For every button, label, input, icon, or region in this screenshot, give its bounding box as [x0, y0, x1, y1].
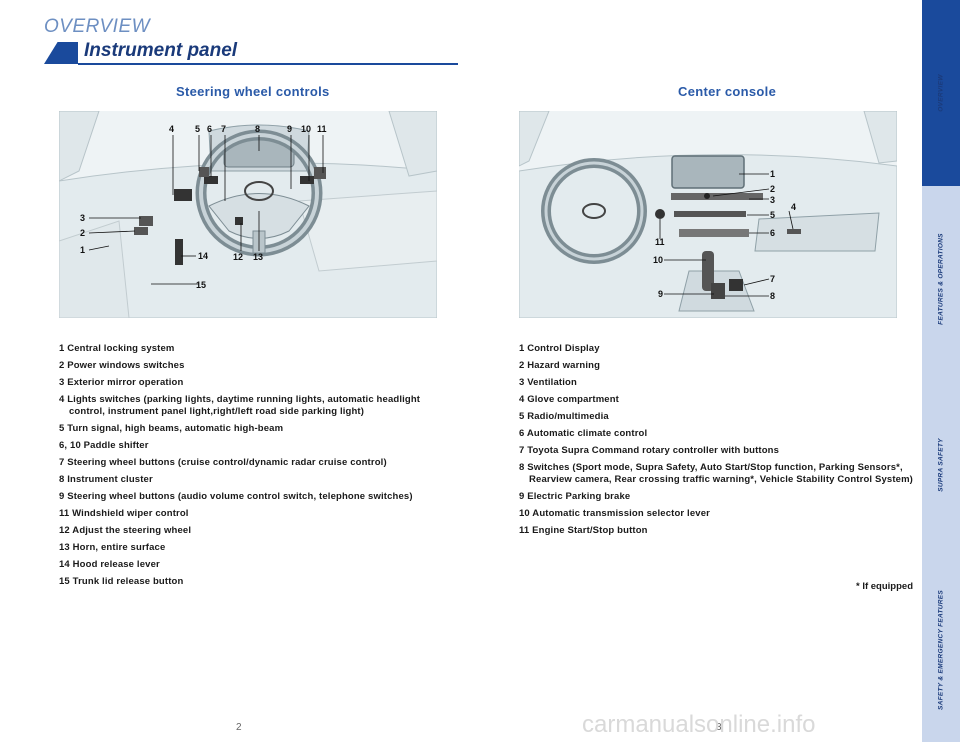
- callout-9: 9: [658, 289, 663, 299]
- callout-1: 1: [770, 169, 775, 179]
- list-item: 2 Power windows switches: [59, 360, 459, 372]
- list-item: 7 Toyota Supra Command rotary controller…: [519, 445, 914, 457]
- callout-1: 1: [80, 245, 85, 255]
- list-item: 9 Steering wheel buttons (audio volume c…: [59, 491, 459, 503]
- tab-label: SAFETY & EMERGENCY FEATURES: [938, 590, 945, 710]
- list-item: 4 Glove compartment: [519, 394, 914, 406]
- list-item: 5 Radio/multimedia: [519, 411, 914, 423]
- center-console-illustration: 1 2 3 4 5 6 11 10 7 9 8: [519, 111, 897, 318]
- center-console-heading: Center console: [678, 84, 776, 99]
- list-item: 9 Electric Parking brake: [519, 491, 914, 503]
- callout-8: 8: [255, 124, 260, 134]
- title-accent-tab: [44, 42, 78, 64]
- steering-wheel-controls-list: 1 Central locking system 2 Power windows…: [59, 343, 459, 593]
- list-item: 14 Hood release lever: [59, 559, 459, 571]
- list-item: 11 Engine Start/Stop button: [519, 525, 914, 537]
- side-navigation: OVERVIEW FEATURES & OPERATIONS SUPRA SAF…: [922, 0, 960, 742]
- list-item: 4 Lights switches (parking lights, dayti…: [59, 394, 459, 418]
- callout-14: 14: [198, 251, 208, 261]
- callout-4: 4: [169, 124, 174, 134]
- callout-7: 7: [221, 124, 226, 134]
- page-title: Instrument panel: [84, 40, 237, 62]
- list-item: 11 Windshield wiper control: [59, 508, 459, 520]
- steering-wheel-illustration: 4 5 6 7 8 9 10 11 3 2 1 14 12 13 15: [59, 111, 437, 318]
- tab-label: FEATURES & OPERATIONS: [938, 233, 945, 325]
- list-item: 1 Control Display: [519, 343, 914, 355]
- tab-overview[interactable]: OVERVIEW: [922, 0, 960, 188]
- callout-3: 3: [770, 195, 775, 205]
- callout-15: 15: [196, 280, 206, 290]
- list-item: 15 Trunk lid release button: [59, 576, 459, 588]
- callout-8: 8: [770, 291, 775, 301]
- list-item: 5 Turn signal, high beams, automatic hig…: [59, 423, 459, 435]
- callout-11: 11: [317, 124, 327, 134]
- page-number-left: 2: [236, 722, 242, 733]
- callout-13: 13: [253, 252, 263, 262]
- list-item: 10 Automatic transmission selector lever: [519, 508, 914, 520]
- list-item: 6, 10 Paddle shifter: [59, 440, 459, 452]
- list-item: 7 Steering wheel buttons (cruise control…: [59, 457, 459, 469]
- tab-safety-emergency-features[interactable]: SAFETY & EMERGENCY FEATURES: [922, 558, 960, 742]
- callout-4: 4: [791, 202, 796, 212]
- callout-10: 10: [653, 255, 663, 265]
- section-label: OVERVIEW: [44, 16, 150, 38]
- callout-9: 9: [287, 124, 292, 134]
- tab-label: OVERVIEW: [938, 74, 945, 111]
- list-item: 12 Adjust the steering wheel: [59, 525, 459, 537]
- center-console-list: 1 Control Display 2 Hazard warning 3 Ven…: [519, 343, 914, 542]
- callout-12: 12: [233, 252, 243, 262]
- list-item: 8 Switches (Sport mode, Supra Safety, Au…: [519, 462, 914, 486]
- list-item: 3 Exterior mirror operation: [59, 377, 459, 389]
- callout-2: 2: [770, 184, 775, 194]
- callout-10: 10: [301, 124, 311, 134]
- list-item: 8 Instrument cluster: [59, 474, 459, 486]
- callout-7: 7: [770, 274, 775, 284]
- callout-6: 6: [770, 228, 775, 238]
- page-title-bar: Instrument panel: [44, 39, 458, 65]
- callout-2: 2: [80, 228, 85, 238]
- callout-11: 11: [655, 237, 665, 247]
- callout-6: 6: [207, 124, 212, 134]
- watermark: carmanualsonline.info: [582, 711, 815, 739]
- tab-features-operations[interactable]: FEATURES & OPERATIONS: [922, 186, 960, 374]
- footnote: * If equipped: [856, 581, 913, 592]
- list-item: 2 Hazard warning: [519, 360, 914, 372]
- title-rule: [78, 63, 458, 65]
- tab-supra-safety[interactable]: SUPRA SAFETY: [922, 372, 960, 560]
- callout-5: 5: [195, 124, 200, 134]
- steering-wheel-controls-heading: Steering wheel controls: [176, 84, 330, 99]
- list-item: 1 Central locking system: [59, 343, 459, 355]
- list-item: 3 Ventilation: [519, 377, 914, 389]
- callout-5: 5: [770, 210, 775, 220]
- tab-label: SUPRA SAFETY: [938, 438, 945, 492]
- list-item: 6 Automatic climate control: [519, 428, 914, 440]
- callout-3: 3: [80, 213, 85, 223]
- list-item: 13 Horn, entire surface: [59, 542, 459, 554]
